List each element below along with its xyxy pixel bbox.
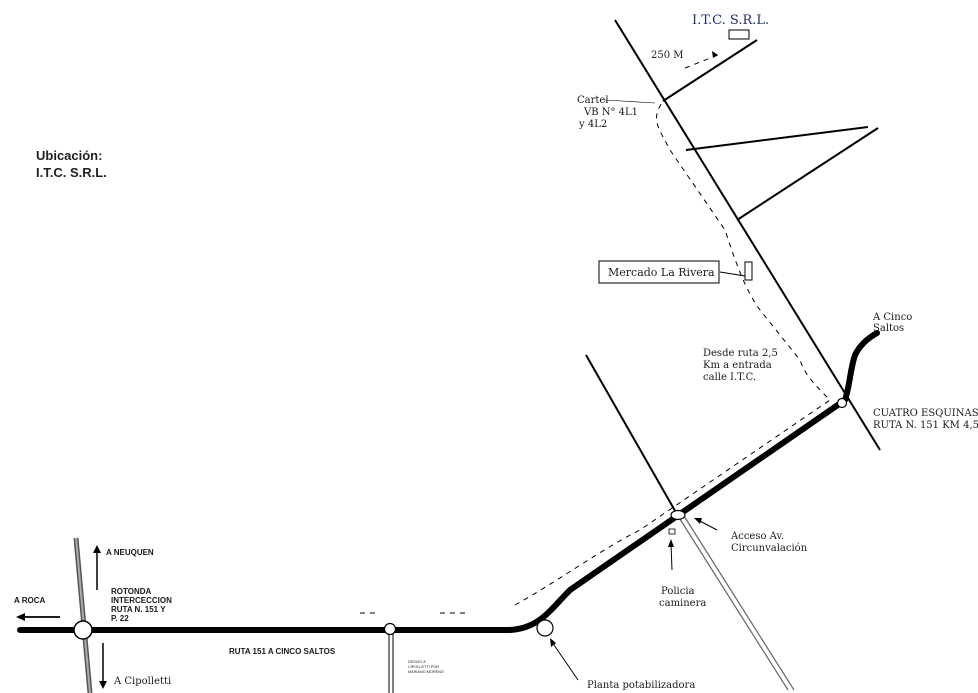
rotonda-line3: RUTA N. 151 Y bbox=[111, 605, 166, 614]
heading-line1: Ubicación: bbox=[36, 148, 102, 163]
destination-name: I.T.C. S.R.L. bbox=[692, 13, 769, 28]
cuatro-esquinas-junction bbox=[836, 397, 848, 409]
cinco-saltos-line1: A Cinco bbox=[872, 312, 912, 323]
desvio-line3: MARIANO MORENO bbox=[408, 670, 444, 674]
mercado-box bbox=[598, 260, 720, 284]
mercado-building bbox=[744, 261, 753, 281]
desvio-line1: DESVIO A bbox=[408, 660, 426, 664]
rotonda-line1: ROTONDA bbox=[111, 587, 152, 596]
route-note-line1: Desde ruta 2,5 bbox=[703, 348, 778, 359]
sign-line2: VB N° 4L1 bbox=[583, 107, 638, 118]
ruta151-label: RUTA 151 A CINCO SALTOS bbox=[229, 647, 336, 656]
rotonda-line2: INTERCECCION bbox=[111, 596, 172, 605]
distance-label: 250 M bbox=[651, 50, 684, 61]
cuatro-esquinas-line1: CUATRO ESQUINAS bbox=[873, 408, 978, 419]
route-151-road bbox=[17, 330, 880, 633]
side-street-2 bbox=[736, 127, 879, 221]
rotonda-roundabout bbox=[73, 620, 93, 640]
cipolletti-label: A Cipolletti bbox=[113, 676, 171, 687]
route-note-line3: calle I.T.C. bbox=[703, 372, 756, 383]
policia-box bbox=[668, 528, 676, 535]
desvio-line2: CIPOLLETTI POR bbox=[408, 665, 439, 669]
acceso-line2: Circunvalación bbox=[731, 543, 808, 554]
cinco-saltos-line2: Saltos bbox=[873, 323, 904, 334]
itc-building bbox=[728, 29, 750, 40]
acceso-roundabout bbox=[670, 509, 686, 521]
planta-circle bbox=[536, 619, 554, 637]
arrow-planta bbox=[551, 641, 579, 681]
planta-label: Planta potabilizadora bbox=[587, 680, 695, 691]
sign-line1: Cartel bbox=[577, 95, 609, 106]
circunvalacion-road-south bbox=[677, 515, 789, 691]
access-road-itc bbox=[614, 19, 881, 451]
sign-line3: y 4L2 bbox=[578, 119, 607, 130]
arrow-acceso bbox=[697, 519, 718, 531]
desvio-junction bbox=[383, 622, 397, 636]
route-dashed-path bbox=[514, 102, 831, 606]
cuatro-esquinas-line2: RUTA N. 151 KM 4,5 bbox=[873, 420, 978, 431]
arrow-policia bbox=[670, 543, 673, 571]
calle-itc bbox=[662, 39, 758, 102]
side-street-1 bbox=[685, 126, 869, 151]
arrow-cartel bbox=[604, 99, 656, 104]
mercado-label: Mercado La Rivera bbox=[608, 266, 715, 279]
policia-line2: caminera bbox=[659, 598, 706, 609]
rotonda-line4: P. 22 bbox=[111, 614, 129, 623]
circunvalacion-road-north bbox=[585, 354, 679, 517]
heading-line2: I.T.C. S.R.L. bbox=[36, 165, 107, 180]
policia-line1: Policia bbox=[661, 586, 695, 597]
roca-label: A ROCA bbox=[14, 596, 45, 605]
acceso-line1: Acceso Av. bbox=[730, 531, 784, 542]
route-note-line2: Km a entrada bbox=[703, 360, 772, 371]
neuquen-label: A NEUQUEN bbox=[106, 548, 154, 557]
